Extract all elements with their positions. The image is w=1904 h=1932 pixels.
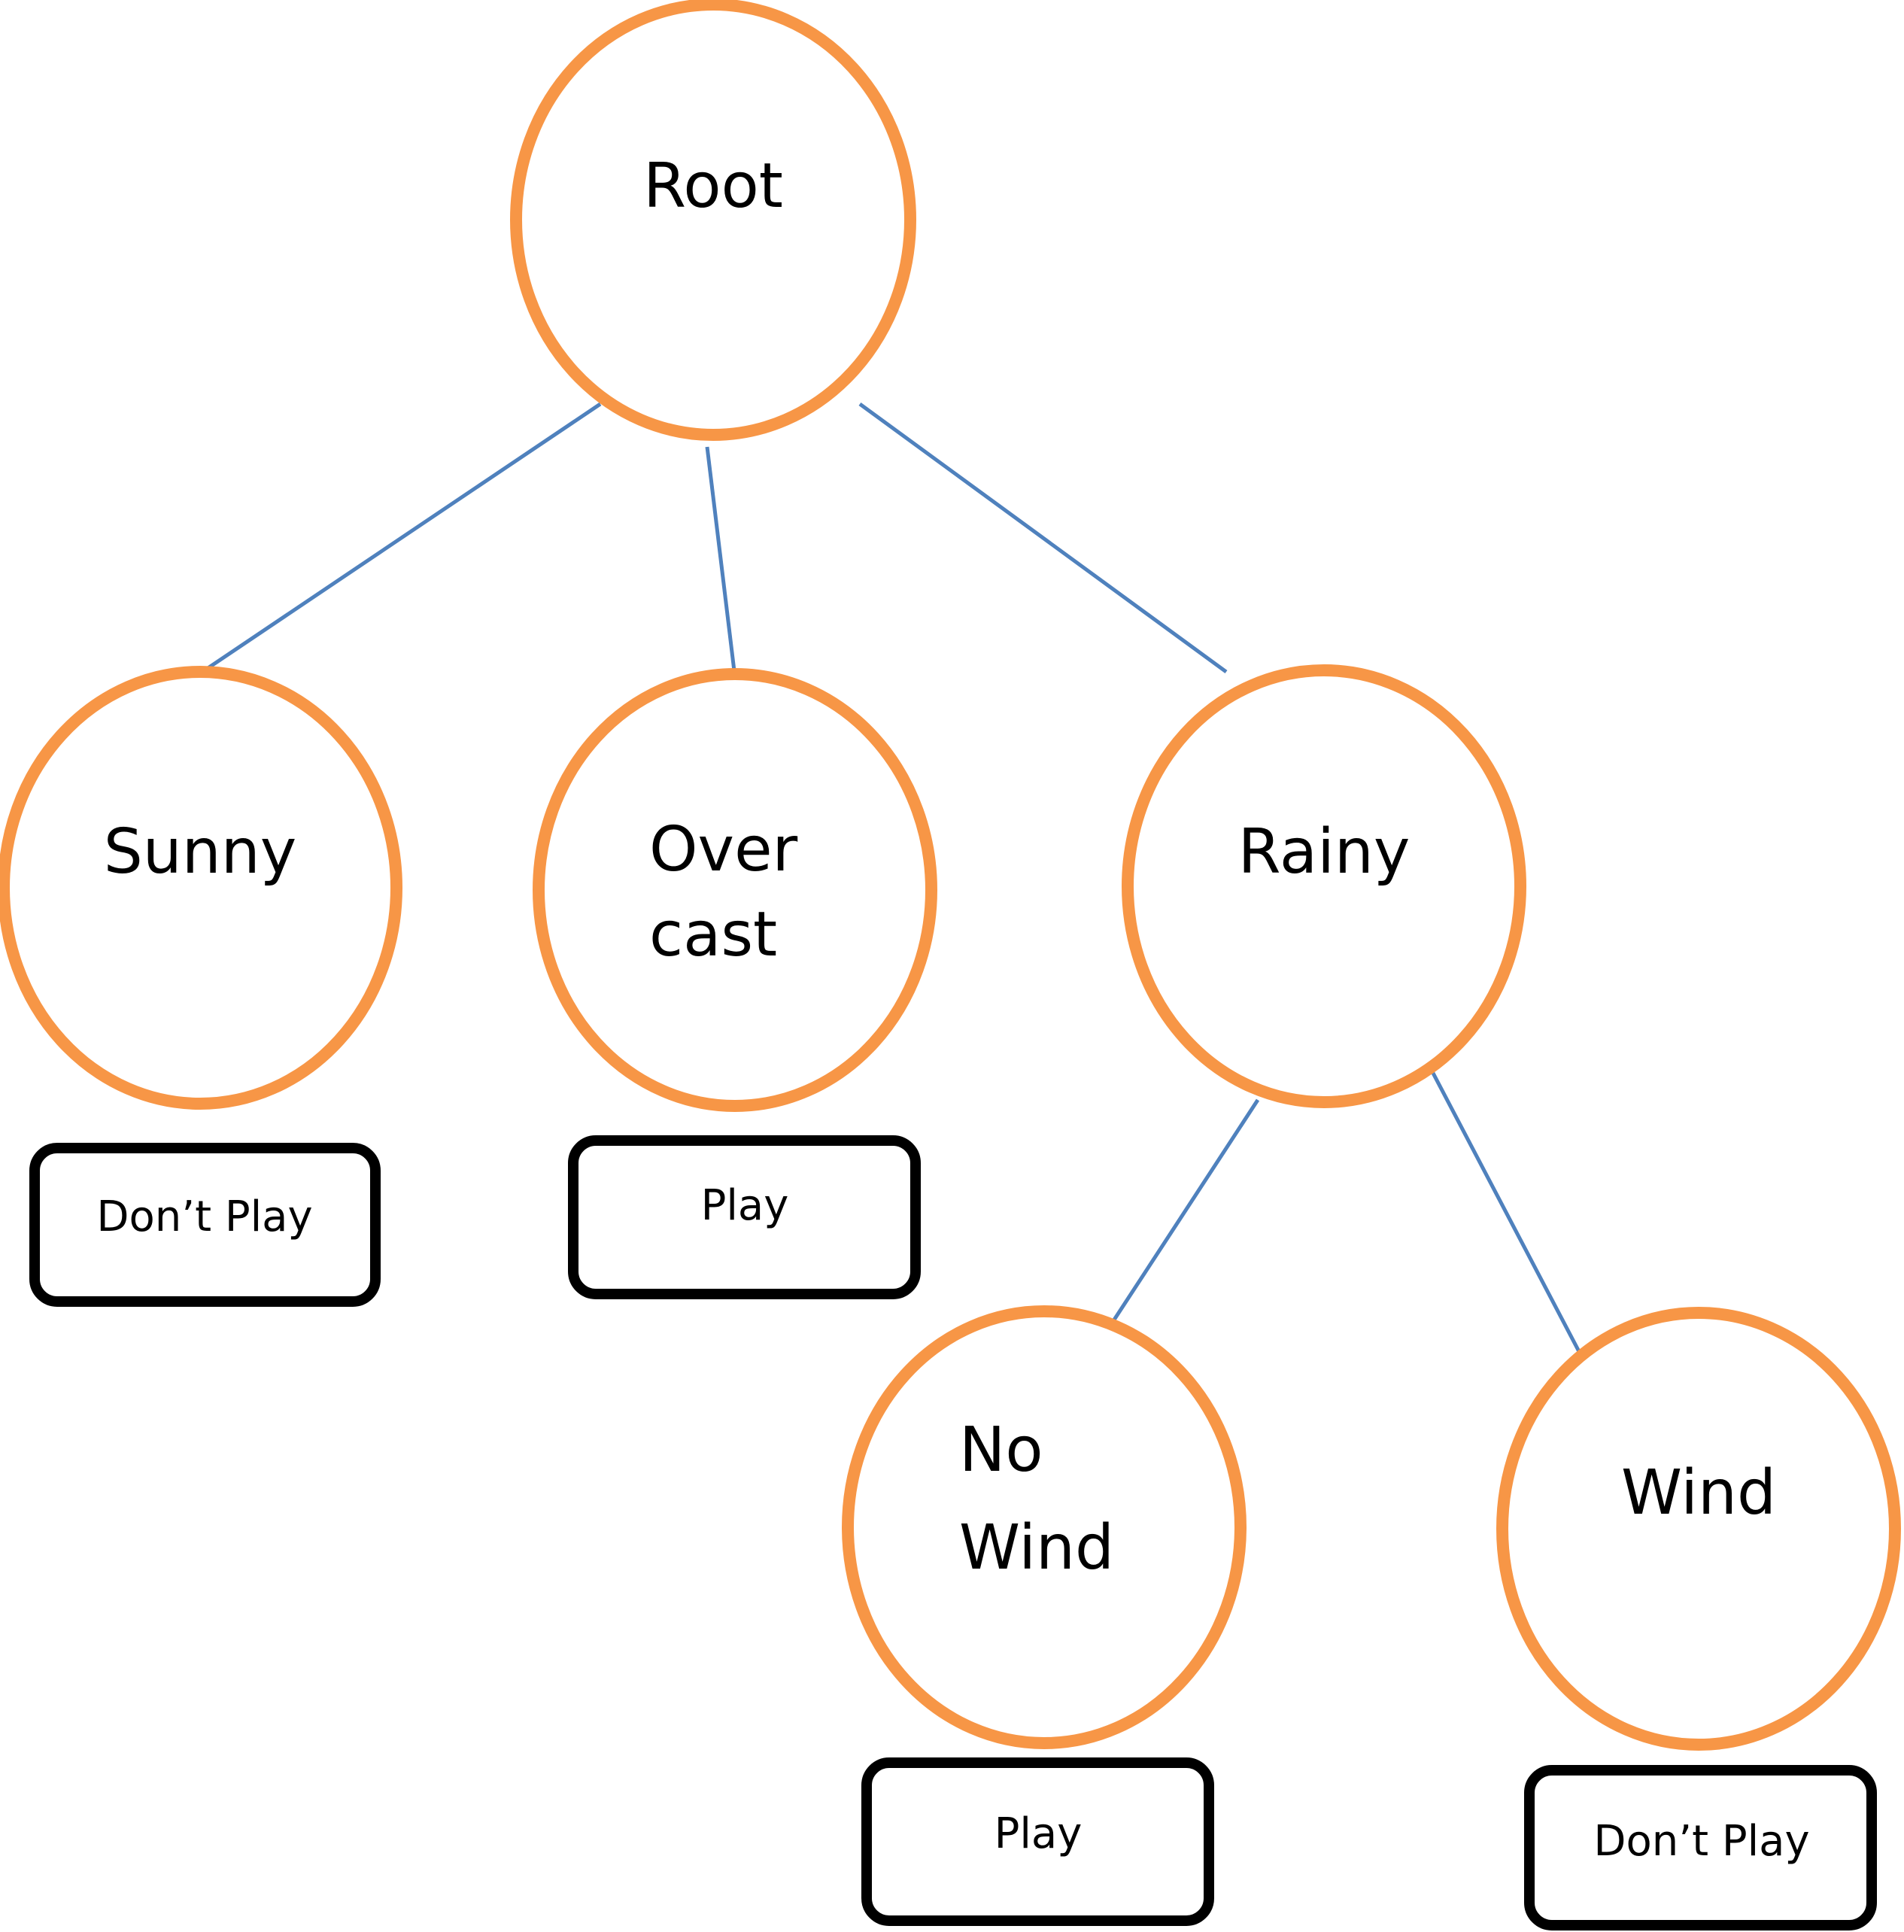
leaf-wind-box bbox=[1524, 1765, 1877, 1930]
node-wind-circle bbox=[1496, 1307, 1901, 1751]
leaf-sunny-label: Don’t Play bbox=[96, 1192, 312, 1241]
leaf-sunny: Don’t Play bbox=[29, 1143, 381, 1307]
leaf-sunny-box bbox=[29, 1143, 381, 1307]
node-root-circle bbox=[510, 0, 916, 441]
leaf-wind-label: Don’t Play bbox=[1593, 1817, 1809, 1866]
node-sunny-label: Sunny bbox=[104, 816, 297, 888]
node-rainy: Rainy bbox=[1122, 664, 1526, 1108]
leaf-overcast-label: Play bbox=[701, 1181, 789, 1230]
edge-rainy-nowind bbox=[1105, 1098, 1260, 1332]
leaf-nowind-box bbox=[861, 1757, 1214, 1926]
node-overcast-circle bbox=[533, 668, 937, 1112]
node-wind: Wind bbox=[1496, 1307, 1901, 1751]
node-root: Root bbox=[510, 0, 916, 441]
node-sunny: Sunny bbox=[0, 666, 402, 1110]
edge-rainy-wind bbox=[1426, 1062, 1585, 1360]
node-nowind-label-line2: Wind bbox=[959, 1512, 1114, 1584]
node-overcast: Over cast bbox=[533, 668, 937, 1112]
node-nowind-circle bbox=[842, 1305, 1247, 1749]
leaf-nowind-label: Play bbox=[995, 1809, 1083, 1858]
edge-root-rainy bbox=[858, 402, 1228, 674]
edge-root-overcast bbox=[705, 446, 737, 678]
leaf-nowind: Play bbox=[861, 1757, 1214, 1926]
node-nowind: No Wind bbox=[842, 1305, 1247, 1749]
node-wind-label: Wind bbox=[1621, 1457, 1776, 1529]
node-overcast-label-line1: Over bbox=[649, 814, 798, 886]
node-overcast-label-line2: cast bbox=[649, 899, 777, 971]
leaf-overcast-box bbox=[568, 1135, 921, 1299]
node-root-label: Root bbox=[643, 150, 783, 222]
leaf-overcast: Play bbox=[568, 1135, 921, 1299]
leaf-wind: Don’t Play bbox=[1524, 1765, 1877, 1930]
node-rainy-circle bbox=[1122, 664, 1526, 1108]
node-rainy-label: Rainy bbox=[1238, 816, 1411, 888]
node-nowind-label-line1: No bbox=[959, 1414, 1043, 1486]
node-sunny-circle bbox=[0, 666, 402, 1110]
edge-root-sunny bbox=[199, 402, 602, 676]
